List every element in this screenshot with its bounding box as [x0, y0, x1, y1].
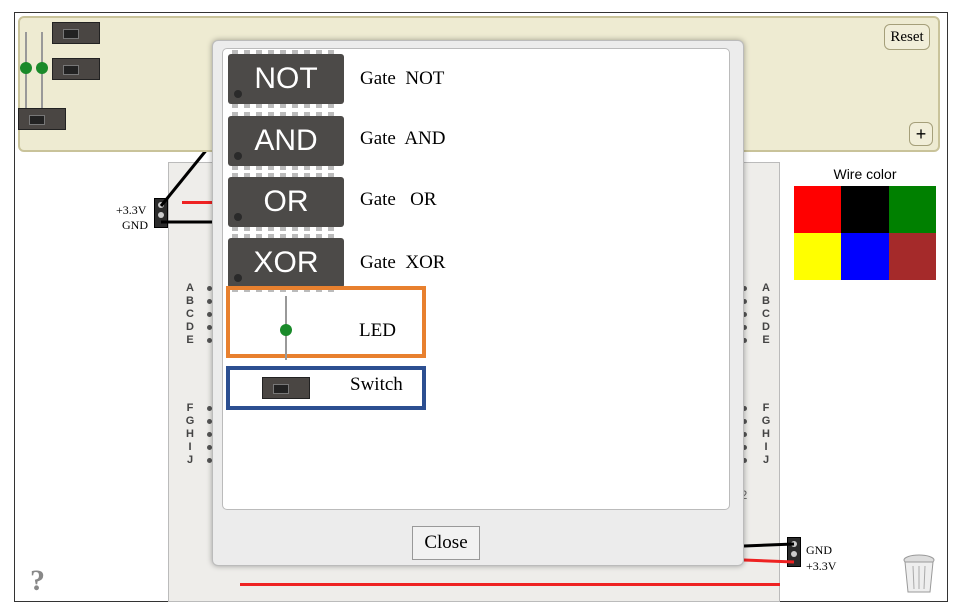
power-connector-top[interactable]	[154, 198, 168, 228]
wire-color-palette	[794, 186, 936, 280]
item-label-or[interactable]: Gate OR	[360, 189, 437, 210]
trash-icon[interactable]	[902, 552, 936, 594]
add-component-button[interactable]: +	[909, 122, 933, 146]
item-label-led[interactable]: LED	[359, 320, 396, 341]
close-button[interactable]: Close	[412, 526, 480, 560]
power-connector-bottom[interactable]	[787, 537, 801, 567]
item-label-xor[interactable]: Gate XOR	[360, 252, 446, 273]
item-label-not[interactable]: Gate NOT	[360, 68, 445, 89]
led-item[interactable]	[226, 286, 426, 358]
hole-column-right-top[interactable]	[742, 286, 748, 351]
or-gate-chip-icon[interactable]: OR	[228, 173, 344, 231]
power-label-gnd-top: GND	[122, 218, 148, 232]
and-gate-chip-icon[interactable]: AND	[228, 112, 344, 170]
not-gate-chip-icon[interactable]: NOT	[228, 50, 344, 108]
power-label-v-bottom: +3.3V	[806, 559, 837, 573]
led-icon[interactable]	[276, 296, 296, 362]
tray-switch-icon[interactable]	[52, 58, 100, 80]
xor-gate-chip-icon[interactable]: XOR	[228, 234, 344, 292]
power-label-gnd-bottom: GND	[806, 543, 832, 557]
wire-color-blue[interactable]	[841, 233, 889, 280]
reset-button[interactable]: Reset	[884, 24, 930, 50]
item-label-and[interactable]: Gate AND	[360, 128, 446, 149]
wire-color-red[interactable]	[794, 186, 842, 233]
help-icon[interactable]: ?	[30, 564, 45, 597]
switch-icon[interactable]	[262, 377, 310, 399]
wire-color-green[interactable]	[888, 186, 936, 233]
item-label-switch[interactable]: Switch	[350, 374, 403, 395]
tray-switch-icon[interactable]	[18, 108, 66, 130]
power-rail-red-bottom	[240, 583, 780, 586]
power-label-v-top: +3.3V	[116, 203, 147, 217]
tray-switch-icon[interactable]	[52, 22, 100, 44]
wire-color-yellow[interactable]	[794, 233, 842, 280]
power-rail-red-top	[182, 201, 212, 204]
hole-column-right-bottom[interactable]	[742, 406, 748, 471]
wire-color-brown[interactable]	[888, 233, 936, 280]
tray-led-icon[interactable]	[18, 32, 58, 112]
wire-color-title: Wire color	[833, 166, 897, 182]
wire-color-black[interactable]	[841, 186, 889, 233]
hole-column-left-bottom[interactable]	[207, 406, 213, 471]
hole-column-left-top[interactable]	[207, 286, 213, 351]
switch-item[interactable]	[226, 366, 426, 410]
